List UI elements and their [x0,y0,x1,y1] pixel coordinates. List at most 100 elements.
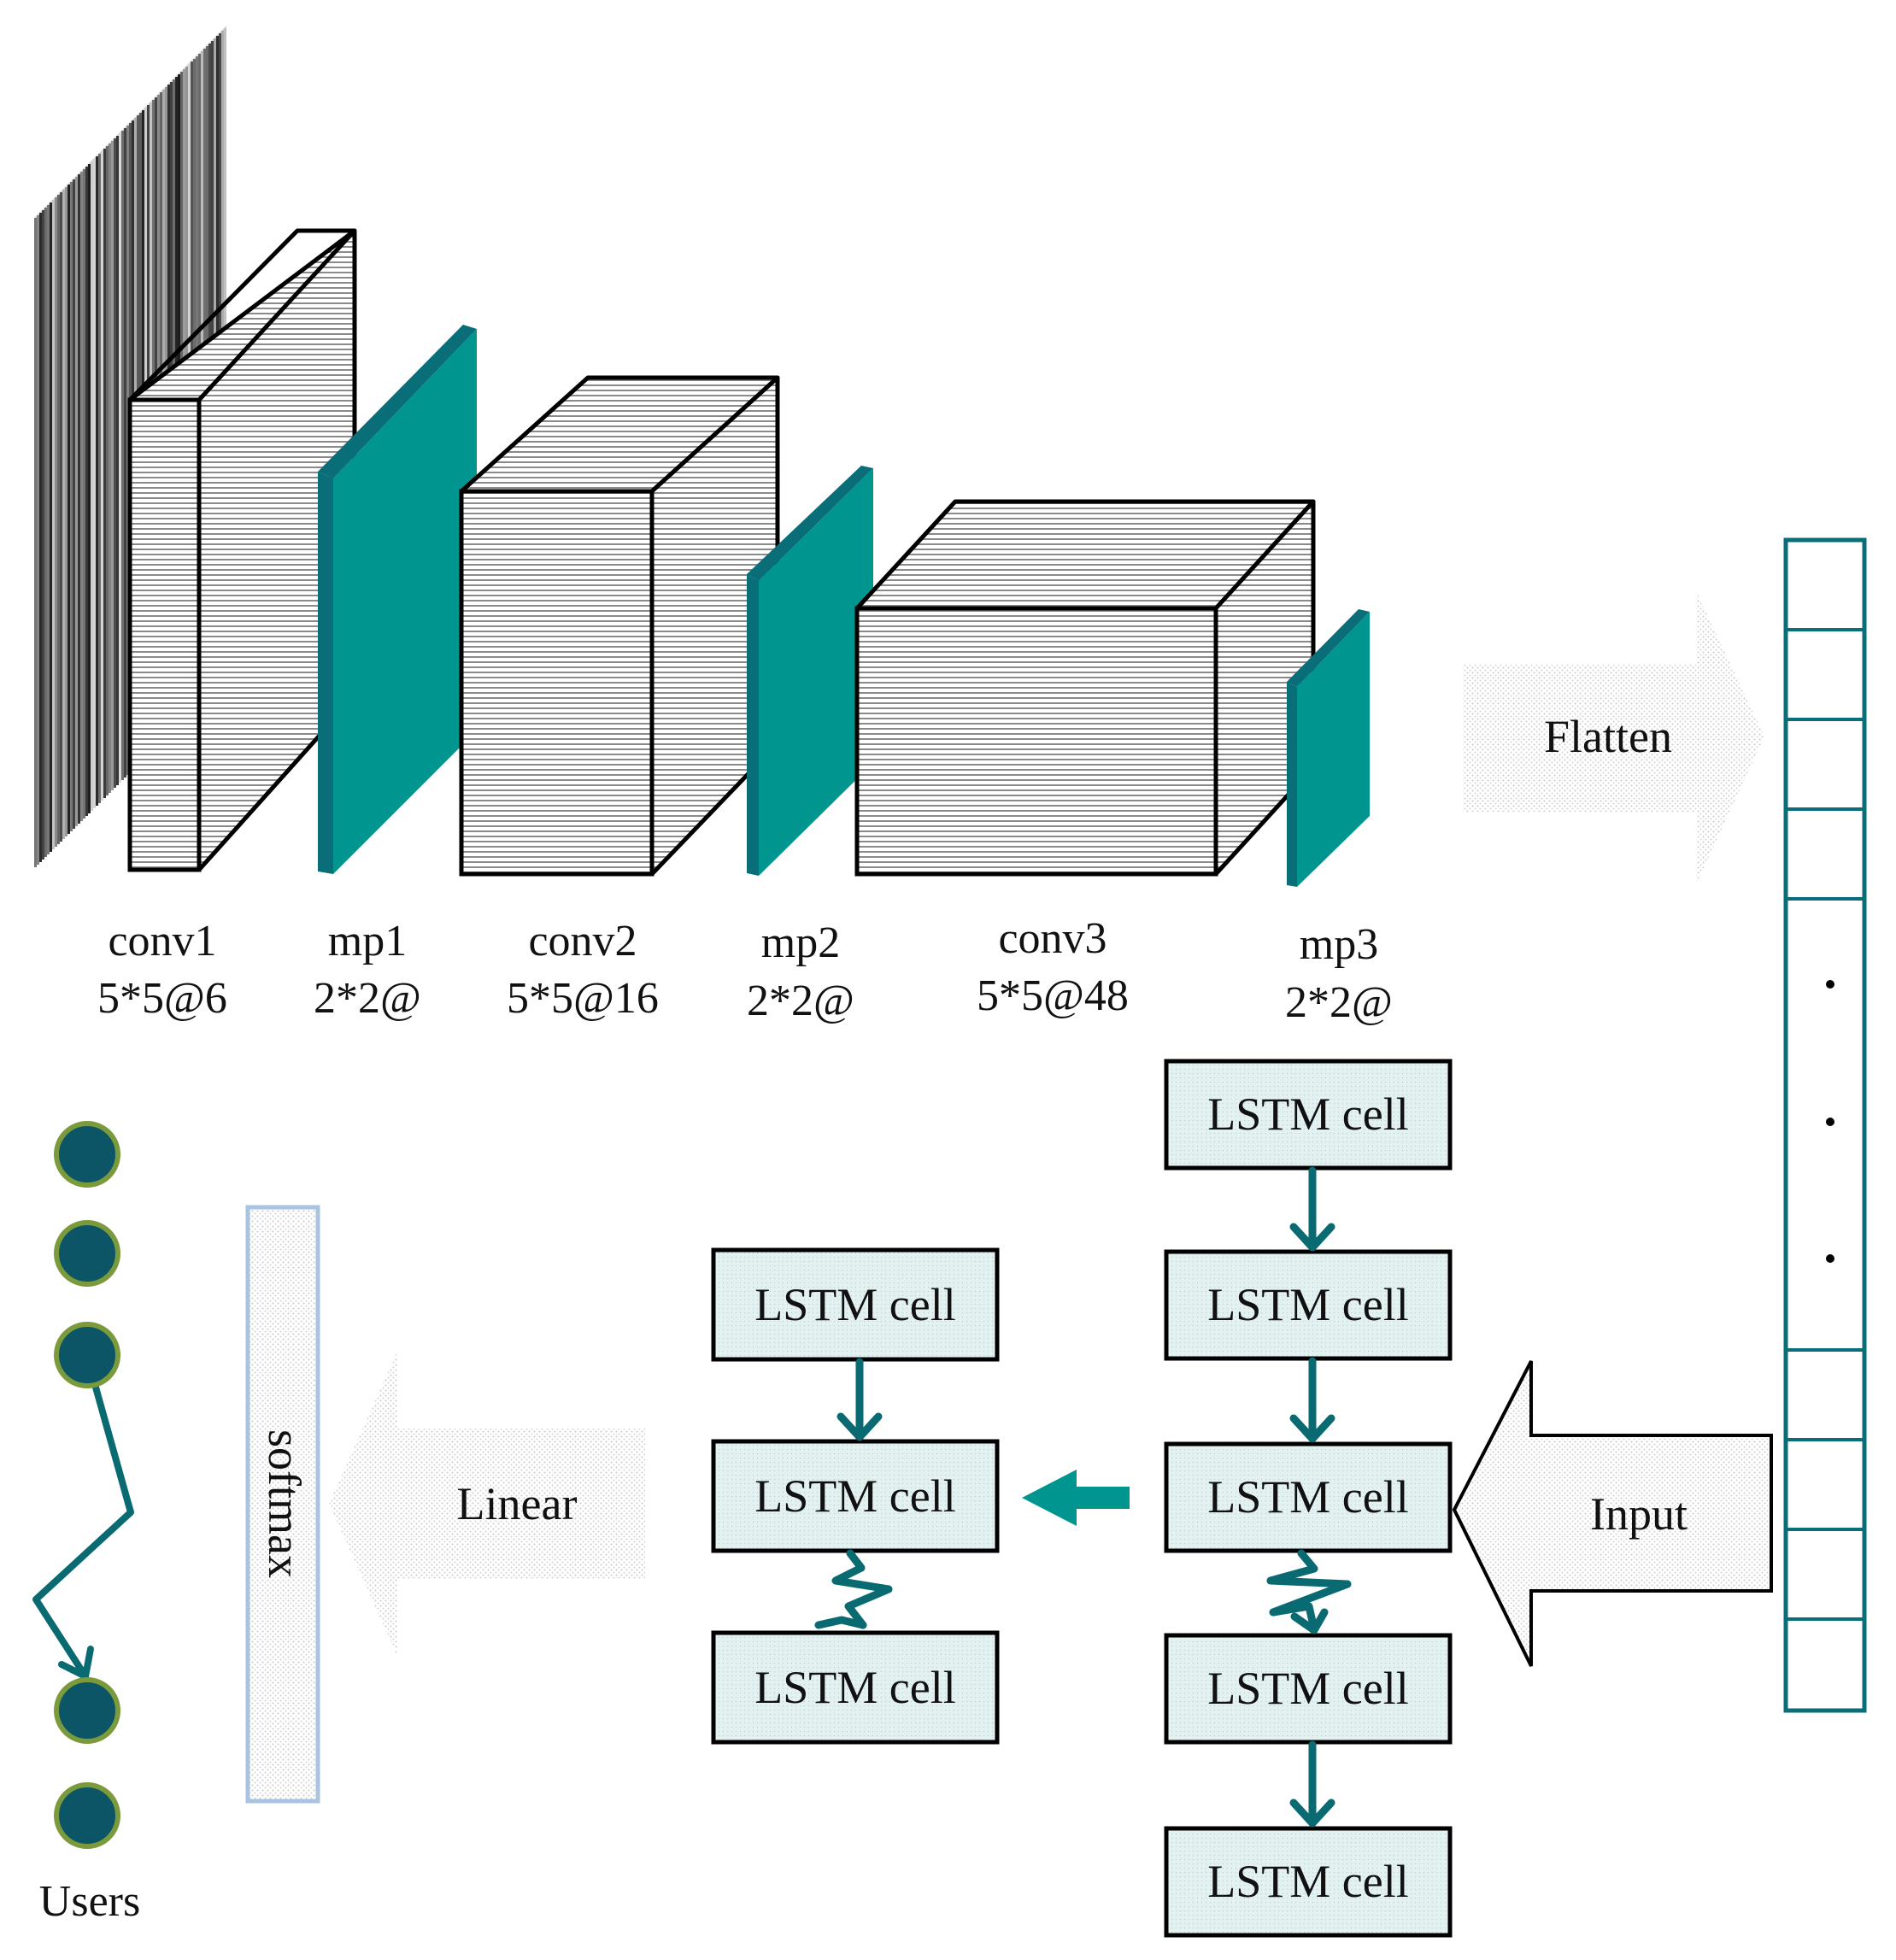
prediction-path [32,1353,134,1680]
signal-stripe [34,218,37,867]
input-label: Input [1590,1488,1688,1540]
conv2-block [459,375,780,877]
down-arrow [836,1358,883,1441]
lstm-cell: LSTM cell [1164,1059,1453,1171]
signal-stripe [88,164,91,813]
signal-stripe [111,141,114,790]
signal-stripe [91,161,93,811]
softmax-label: softmax [259,1429,310,1578]
signal-stripe [109,144,111,793]
signal-stripe [83,169,85,819]
mp3-name-label: mp3 [1300,920,1378,969]
signal-stripe [80,172,83,821]
lstm-cell-label: LSTM cell [754,1470,955,1522]
conv1-name-label: conv1 [108,917,216,965]
mp2-name-label: mp2 [761,918,840,967]
linear-arrow: Linear [329,1352,645,1656]
flatten-label: Flatten [1544,711,1672,762]
signal-stripe [119,133,121,783]
mp2-map [747,466,873,876]
conv3-name-label: conv3 [998,914,1106,963]
lstm-cell-label: LSTM cell [1207,1663,1408,1714]
signal-stripe [93,159,96,808]
lstm-cell-label: LSTM cell [754,1662,955,1713]
signal-stripe [121,131,124,780]
user-node [54,1121,120,1188]
signal-stripe [55,197,57,847]
signal-stripe [103,149,106,798]
conv3-block [854,499,1316,877]
signal-stripe [96,156,98,806]
layer-connection-arrow [1022,1470,1130,1526]
lstm-cell: LSTM cell [711,1247,1000,1362]
signal-stripe [52,200,55,849]
lstm-cell-label: LSTM cell [1207,1089,1408,1140]
mp2-spec-label: 2*2@ [747,977,854,1025]
input-arrow: Input [1452,1360,1773,1667]
signal-stripe [50,202,52,852]
lstm-cell-label: LSTM cell [1207,1856,1408,1907]
signal-stripe [124,128,126,778]
signal-stripe [114,138,116,788]
ellipsis-dot [1826,980,1834,989]
lstm-layer-1: LSTM cell LSTM cell LSTM cell LSTM cell … [1164,1059,1453,1938]
lstm-cell: LSTM cell [1164,1633,1453,1745]
mp1-name-label: mp1 [328,917,407,965]
softmax-box: softmax [245,1205,320,1804]
signal-stripe [98,154,101,803]
linear-label: Linear [457,1478,578,1529]
signal-stripe [68,185,70,834]
signal-stripe [44,208,47,857]
cnn-layer-labels: conv1 5*5@6 mp1 2*2@ conv2 5*5@16 mp2 2*… [97,914,1393,1027]
signal-stripe [42,210,44,860]
conv2-name-label: conv2 [528,917,637,965]
mp1-map [318,325,477,874]
signal-stripe [57,195,60,844]
mp3-map [1287,609,1370,887]
signal-stripe [85,167,88,816]
signal-stripe [116,136,119,785]
mp1-spec-label: 2*2@ [314,974,421,1023]
ellipsis-dot [1826,1254,1834,1263]
lstm-cell: LSTM cell [1164,1441,1453,1553]
conv3-spec-label: 5*5@48 [977,971,1129,1020]
signal-stripe [78,174,80,824]
signal-stripe [65,187,68,836]
down-arrow [1289,1357,1335,1443]
user-node [54,1782,120,1849]
flatten-arrow: Flatten [1463,591,1764,884]
users-output: Users [32,1121,140,1926]
lstm-cell: LSTM cell [1164,1826,1453,1938]
users-label: Users [39,1877,140,1926]
signal-stripe [39,213,42,862]
lstm-cell-label: LSTM cell [754,1279,955,1330]
signal-stripe [47,205,50,854]
mp3-spec-label: 2*2@ [1285,978,1393,1027]
signal-stripe [62,190,65,839]
lstm-layer-2: LSTM cell LSTM cell LSTM cell [711,1247,1000,1745]
lstm-cell: LSTM cell [1164,1249,1453,1361]
user-node [54,1220,120,1287]
lstm-cell: LSTM cell [711,1439,1000,1553]
skip-arrow [814,1549,893,1629]
signal-stripe [106,146,109,795]
skip-arrow [1266,1549,1352,1634]
feature-vector [1783,537,1867,1713]
signal-stripe [73,179,75,829]
down-arrow [1289,1166,1335,1252]
user-node [54,1677,120,1744]
lstm-cell: LSTM cell [711,1630,1000,1745]
signal-stripe [101,151,103,801]
conv1-spec-label: 5*5@6 [97,974,227,1023]
ellipsis-dot [1826,1118,1834,1126]
signal-stripe [70,182,73,831]
lstm-cell-label: LSTM cell [1207,1279,1408,1330]
signal-stripe [37,215,39,865]
conv2-spec-label: 5*5@16 [507,974,659,1023]
signal-stripe [75,177,78,826]
user-node [54,1322,120,1388]
lstm-cell-label: LSTM cell [1207,1471,1408,1523]
signal-stripe [60,192,62,842]
down-arrow [1289,1740,1335,1828]
